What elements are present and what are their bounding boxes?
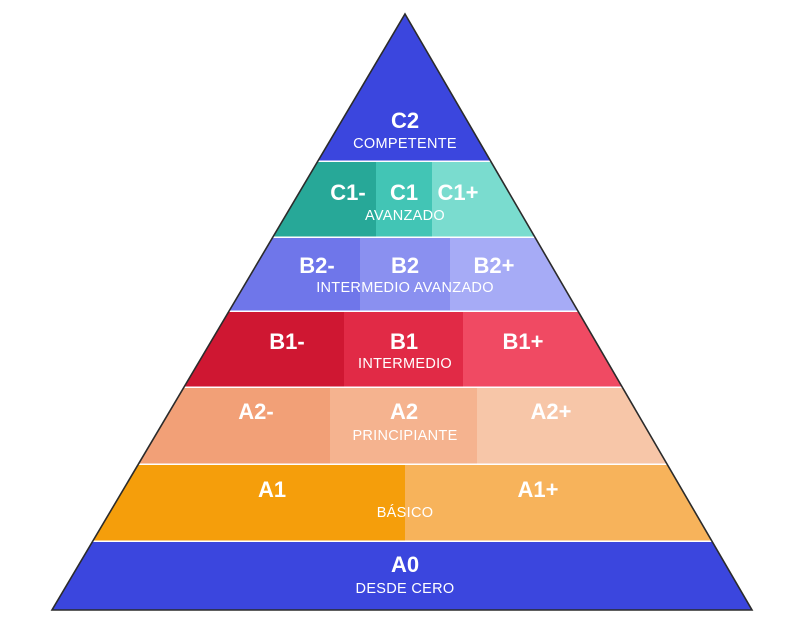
tier-a1: A1 A1+ BÁSICO bbox=[91, 465, 714, 544]
segment-a1-plus bbox=[405, 465, 713, 542]
tier-caption: PRINCIPIANTE bbox=[352, 428, 457, 444]
tier-c1: C1- C1 C1+ AVANZADO bbox=[271, 162, 537, 240]
level-label: B2+ bbox=[474, 253, 515, 278]
segment-b2 bbox=[360, 238, 450, 312]
tier-caption: INTERMEDIO AVANZADO bbox=[316, 280, 494, 296]
tier-caption: COMPETENTE bbox=[353, 136, 457, 152]
segment-b1 bbox=[344, 312, 463, 388]
tier-caption: DESDE CERO bbox=[356, 581, 455, 597]
level-label: C1- bbox=[330, 180, 365, 205]
level-label: B1- bbox=[269, 329, 304, 354]
segment-a1 bbox=[92, 465, 406, 542]
segment-a2-minus bbox=[137, 388, 330, 465]
level-label: C2 bbox=[391, 108, 419, 133]
level-label: B1 bbox=[390, 329, 418, 354]
tier-caption: INTERMEDIO bbox=[358, 356, 452, 372]
segment-c1 bbox=[376, 162, 432, 238]
segment-c1-plus bbox=[432, 162, 536, 238]
level-label: A2- bbox=[238, 399, 273, 424]
segment-b1-minus bbox=[183, 312, 344, 388]
segment-a2 bbox=[330, 388, 477, 465]
tier-a2: A2- A2 A2+ PRINCIPIANTE bbox=[136, 388, 669, 467]
pyramid-outline bbox=[50, 12, 754, 611]
segment-c1-minus bbox=[272, 162, 376, 238]
segment-b2-minus bbox=[228, 238, 360, 312]
level-label: A1+ bbox=[518, 477, 559, 502]
level-label: C1 bbox=[390, 180, 418, 205]
tier-caption: AVANZADO bbox=[365, 208, 445, 224]
segment-b1-plus bbox=[463, 312, 623, 388]
level-label: C1+ bbox=[438, 180, 479, 205]
level-label: A1 bbox=[258, 477, 286, 502]
level-label: A2+ bbox=[531, 399, 572, 424]
level-label: A2 bbox=[390, 399, 418, 424]
segment-a2-plus bbox=[477, 388, 668, 465]
segment-c2 bbox=[317, 14, 492, 162]
tier-caption: BÁSICO bbox=[377, 504, 434, 521]
segment-b2-plus bbox=[450, 238, 579, 312]
level-label: B2 bbox=[391, 253, 419, 278]
tier-b1: B1- B1 B1+ INTERMEDIO bbox=[182, 312, 624, 390]
level-label: A0 bbox=[391, 552, 419, 577]
tier-b2: B2- B2 B2+ INTERMEDIO AVANZADO bbox=[227, 238, 580, 314]
segment-a0 bbox=[52, 542, 752, 610]
level-label: B2- bbox=[299, 253, 334, 278]
level-label: B1+ bbox=[503, 329, 544, 354]
